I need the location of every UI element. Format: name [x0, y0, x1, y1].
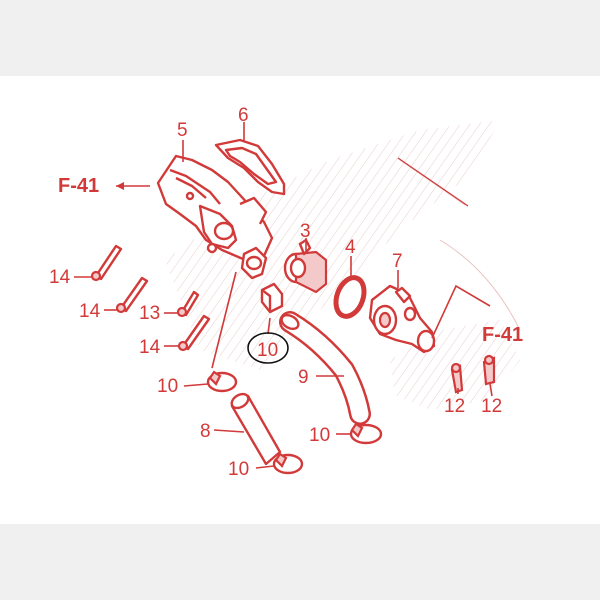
label-part-10-upper: 10 [157, 376, 178, 397]
guide-line [397, 157, 469, 207]
part-8-hose [230, 392, 282, 466]
part-10-clamp-small [260, 282, 284, 314]
label-part-14-top: 14 [49, 267, 71, 288]
label-part-10-circled: 10 [257, 340, 278, 361]
label-part-10-lower: 10 [228, 459, 249, 480]
part-5-thermostat-housing [156, 154, 274, 280]
label-part-9: 9 [298, 367, 309, 388]
part-10-clamp-upper [206, 370, 238, 393]
label-part-13: 13 [139, 303, 160, 324]
part-7-thermostat-cover [368, 284, 436, 354]
leader-lines [74, 122, 493, 469]
bolt-12-left [450, 362, 464, 394]
bolt-12-right [482, 354, 496, 386]
part-9-hose [279, 311, 371, 425]
part-10-clamp-lower [272, 452, 304, 475]
label-part-3: 3 [300, 221, 311, 242]
circled-callout [247, 332, 289, 364]
label-part-12-right: 12 [481, 396, 502, 417]
part-10-clamp-right [349, 422, 383, 445]
label-part-8: 8 [200, 421, 211, 442]
label-part-14-lower: 14 [139, 337, 161, 358]
ref-f41-right: F-41 [482, 324, 523, 346]
label-part-5: 5 [177, 120, 188, 141]
label-part-6: 6 [238, 105, 249, 126]
part-4-o-ring [333, 275, 367, 319]
bolt-14-top [90, 244, 123, 282]
bolt-14-middle [115, 276, 149, 314]
ref-f41-left: F-41 [58, 175, 99, 197]
bolt-13 [176, 290, 200, 318]
label-part-10-right: 10 [309, 425, 330, 446]
part-3-thermostat [283, 238, 328, 294]
label-part-14-middle: 14 [79, 301, 101, 322]
part-6-gasket [214, 138, 286, 196]
label-part-4: 4 [345, 237, 356, 258]
ref-arrow-left [116, 182, 124, 190]
label-part-7: 7 [392, 251, 403, 272]
label-part-12-left: 12 [444, 396, 465, 417]
